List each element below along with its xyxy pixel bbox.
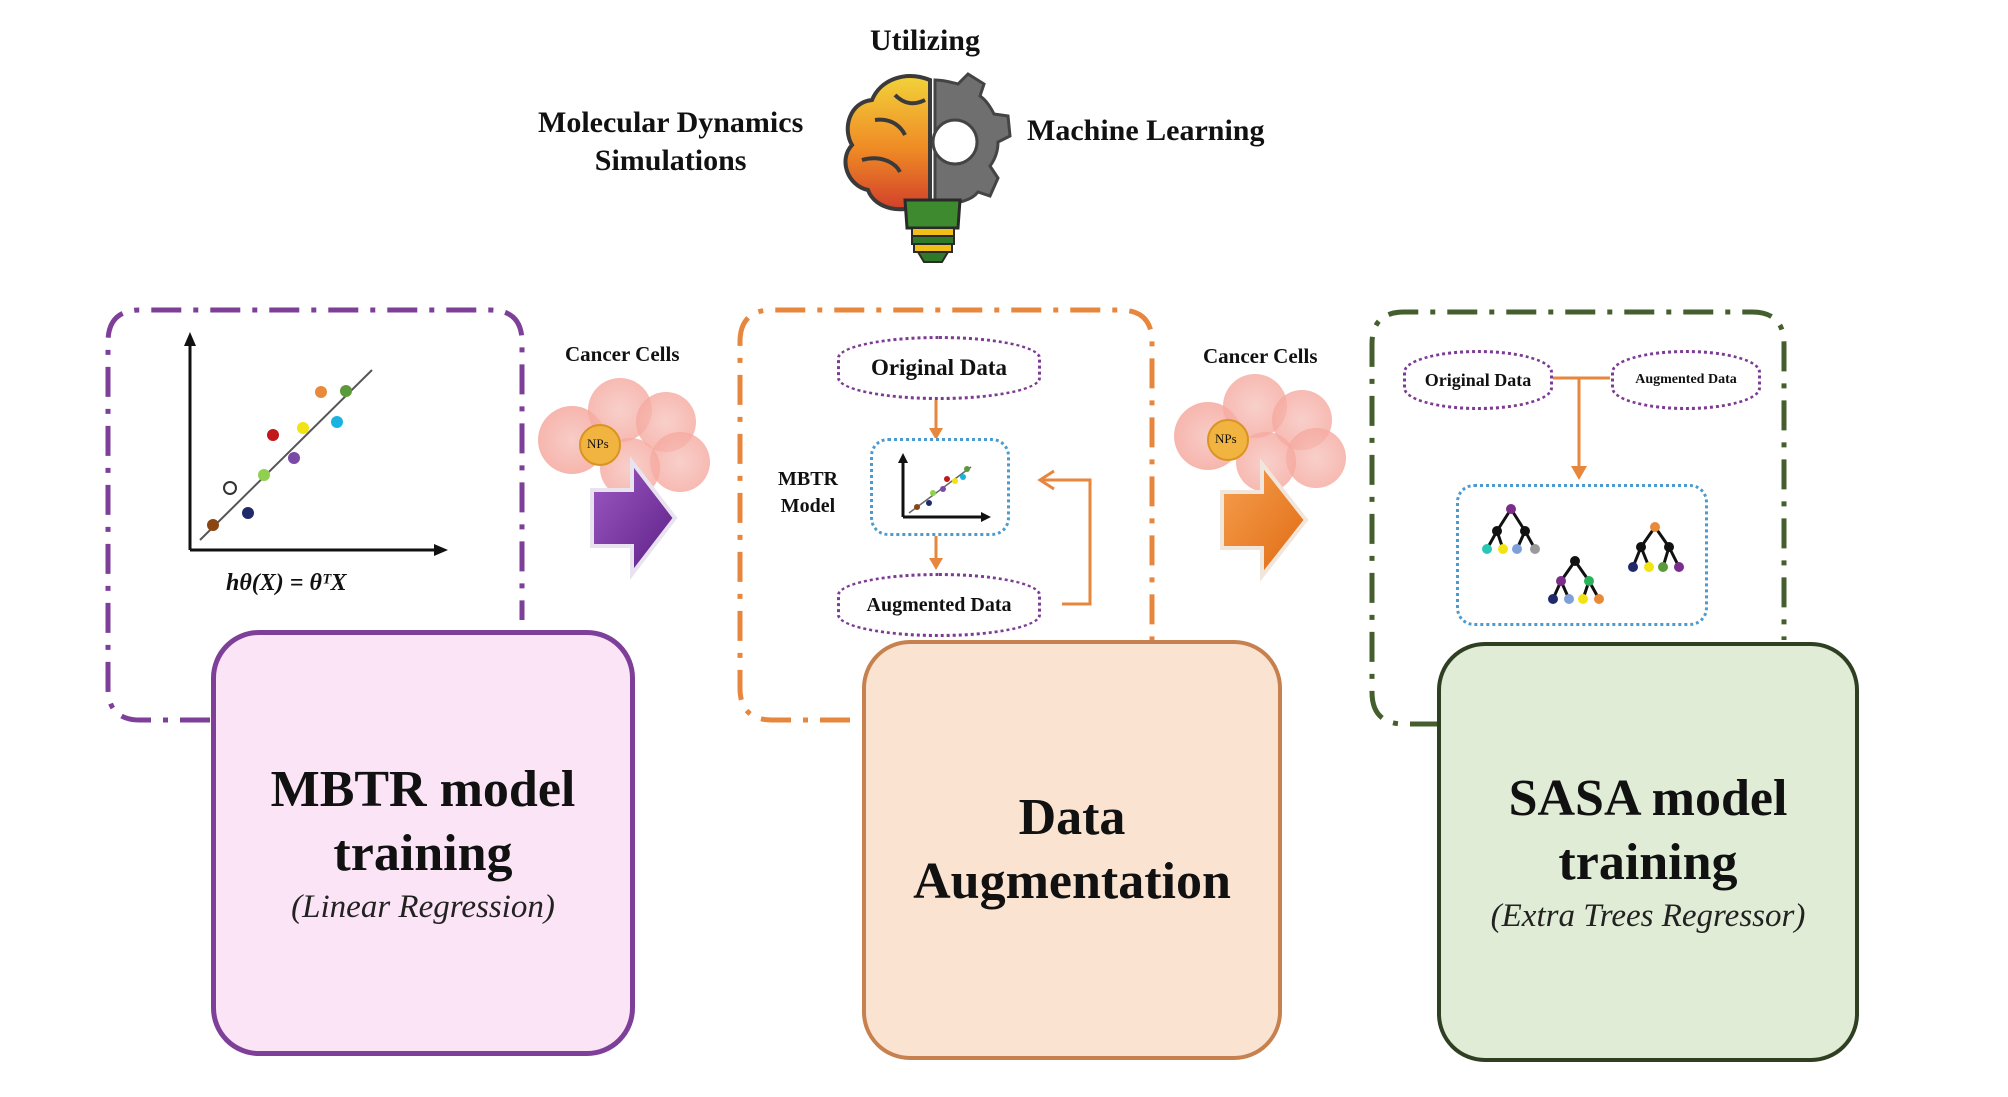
- sasa-title-line2: training: [1558, 834, 1738, 891]
- hypothesis-formula: hθ(X) = θᵀX: [226, 570, 347, 596]
- cancer-cells-label-2: Cancer Cells: [1203, 344, 1318, 368]
- augmentation-title-line1: Data: [1018, 789, 1126, 846]
- extra-trees-box: [1456, 484, 1708, 626]
- mini-regression-icon: [898, 453, 991, 522]
- panel1-frame: [105, 307, 525, 723]
- mbtr-label-line2: Model: [780, 495, 836, 517]
- augmentation-title-line2: Augmentation: [913, 853, 1231, 910]
- original-data-label: Original Data: [870, 355, 1008, 380]
- cancer-cells-2: [1174, 374, 1346, 492]
- mbtr-label-line1: MBTR: [778, 468, 838, 490]
- data-augmentation-box: Data Augmentation: [862, 640, 1282, 1060]
- augmented-data-cylinder: Augmented Data: [837, 573, 1041, 637]
- mbtr-title-line2: training: [333, 825, 513, 882]
- data-point: [340, 385, 352, 397]
- data-point: [315, 386, 327, 398]
- md-label-line1: Molecular Dynamics: [538, 106, 804, 139]
- nps-badge-1: NPs: [587, 436, 609, 451]
- sasa-subtitle: (Extra Trees Regressor): [1490, 898, 1806, 934]
- mbtr-subtitle: (Linear Regression): [291, 889, 555, 925]
- data-point: [288, 452, 300, 464]
- arrow-1: [590, 456, 678, 580]
- data-point: [267, 429, 279, 441]
- data-point: [223, 481, 237, 495]
- original-data-cylinder-3: Original Data: [1403, 350, 1553, 410]
- sasa-title-line1: SASA model: [1508, 770, 1788, 827]
- decision-trees-icon: [1482, 504, 1684, 604]
- arrow-2: [1220, 458, 1309, 582]
- utilizing-label: Utilizing: [870, 24, 980, 57]
- nps-badge-2: NPs: [1215, 431, 1237, 446]
- panel3-frame: [1369, 309, 1787, 727]
- mbtr-model-label: MBTR Model: [778, 466, 838, 520]
- data-point: [331, 416, 343, 428]
- mbtr-training-box: MBTR model training (Linear Regression): [211, 630, 635, 1056]
- augmented-data-label: Augmented Data: [866, 593, 1012, 616]
- md-simulations-label: Molecular Dynamics Simulations: [538, 104, 803, 180]
- original-data-cylinder: Original Data: [837, 336, 1041, 400]
- original-data-label-3: Original Data: [1424, 369, 1532, 390]
- md-label-line2: Simulations: [594, 144, 747, 177]
- data-point: [207, 519, 219, 531]
- augmented-data-label-3: Augmented Data: [1635, 372, 1737, 387]
- mbtr-model-box: [870, 438, 1010, 536]
- data-point: [258, 469, 270, 481]
- regression-plot: [184, 332, 448, 556]
- augmented-data-cylinder-3: Augmented Data: [1611, 350, 1761, 410]
- mbtr-title-line1: MBTR model: [270, 761, 576, 818]
- data-point: [297, 422, 309, 434]
- cancer-cells-label-1: Cancer Cells: [565, 342, 680, 366]
- machine-learning-label: Machine Learning: [1027, 114, 1265, 147]
- cancer-cells-1: [538, 378, 710, 498]
- sasa-training-box: SASA model training (Extra Trees Regress…: [1437, 642, 1859, 1062]
- brain-gear-lightbulb-icon: [843, 72, 1012, 263]
- panel2-frame: [737, 307, 1155, 723]
- data-point: [242, 507, 254, 519]
